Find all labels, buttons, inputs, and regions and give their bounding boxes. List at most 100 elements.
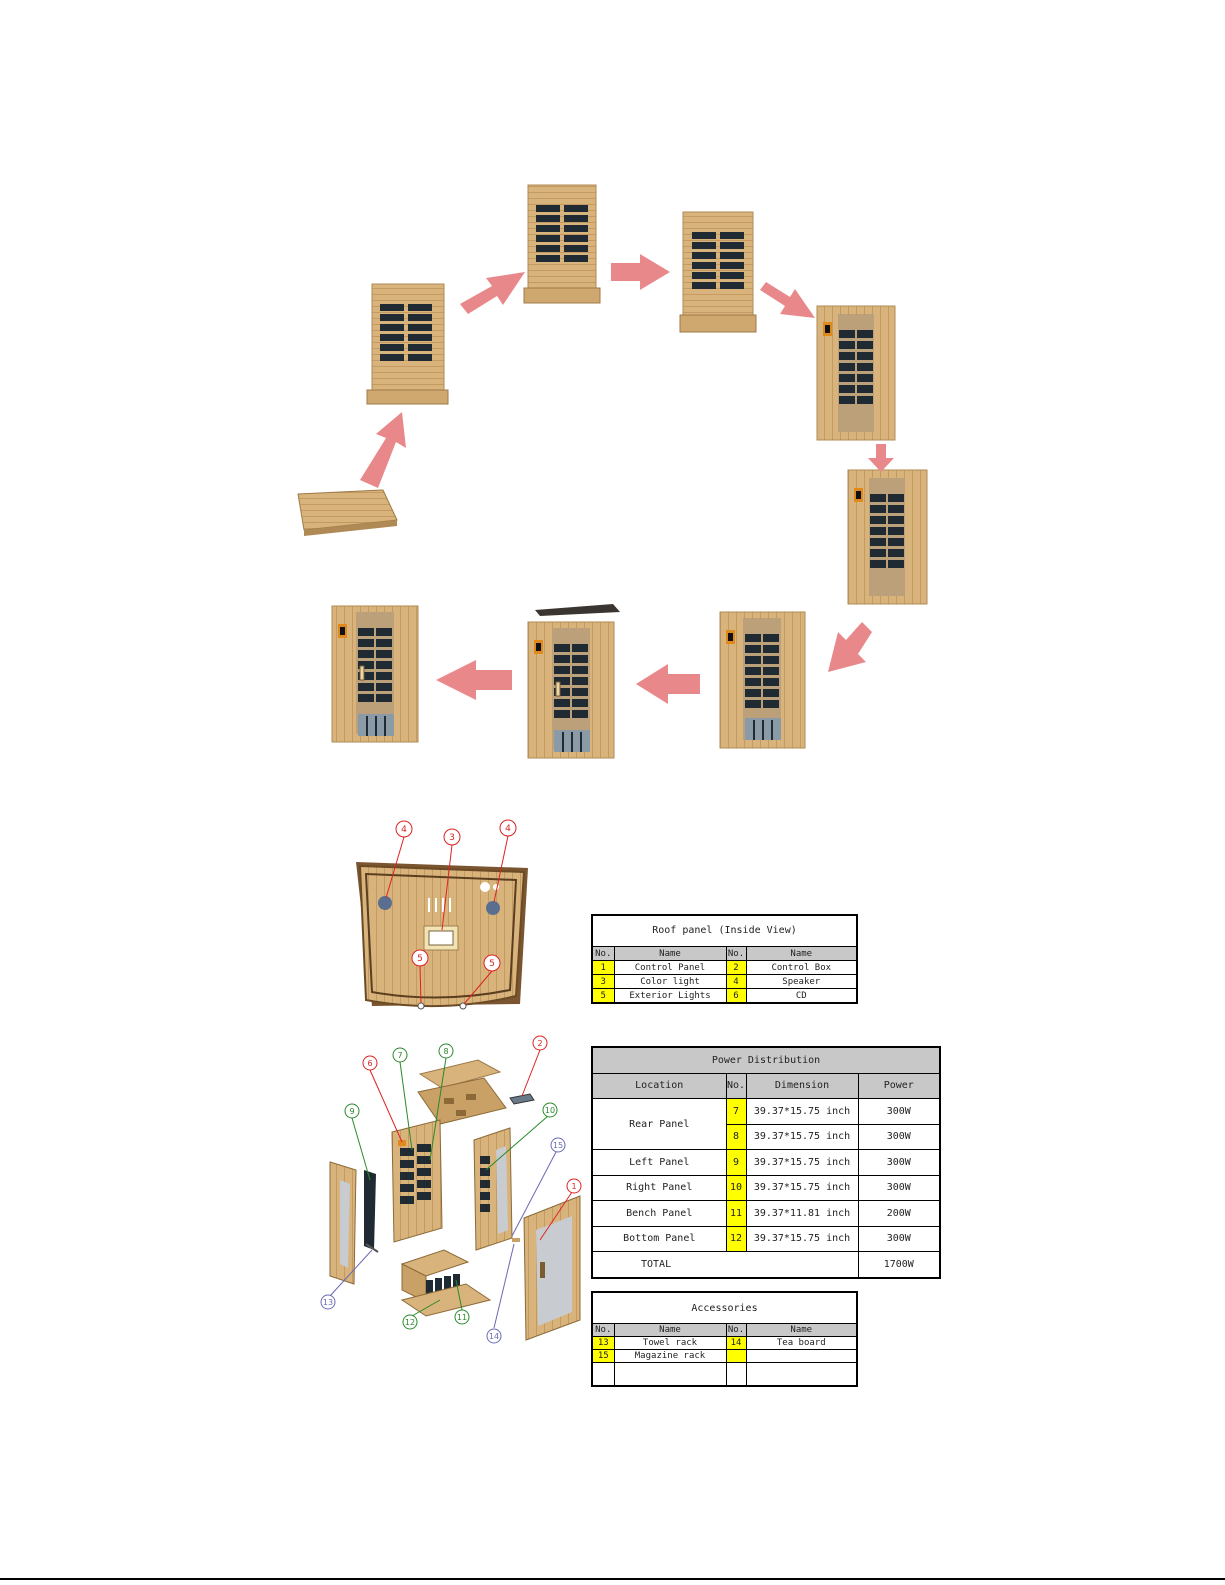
arrow-1 <box>360 412 406 488</box>
power-cell: 200W <box>857 1200 941 1227</box>
location-cell: Left Panel <box>591 1149 727 1176</box>
col-header: Name <box>745 1323 858 1337</box>
accessories-table: Accessories No. Name No. Name 13 Towel r… <box>591 1291 858 1387</box>
panel-number: 12 <box>725 1225 747 1252</box>
power-cell: 300W <box>857 1149 941 1176</box>
total-power: 1700W <box>857 1251 941 1278</box>
part-number: 2 <box>725 960 747 975</box>
step-4-rear-panel <box>679 211 757 333</box>
exploded-view <box>329 1059 581 1341</box>
arrow-7 <box>636 664 700 704</box>
table-row: Right Panel 10 39.37*15.75 inch 300W <box>591 1174 941 1201</box>
exploded-callout-label: 10 <box>545 1106 555 1115</box>
exploded-callout-label: 9 <box>349 1107 354 1116</box>
speaker-icon <box>378 896 392 910</box>
table-row: 3 Color light 4 Speaker <box>591 974 858 989</box>
power-cell: 300W <box>857 1098 941 1125</box>
exploded-callout-label: 2 <box>537 1039 542 1048</box>
total-row: TOTAL 1700W <box>591 1251 941 1278</box>
arrow-5 <box>868 444 894 472</box>
part-name <box>745 1349 858 1363</box>
step-6-side-assembly <box>847 469 928 605</box>
arrow-6 <box>828 622 872 672</box>
table-row: Bottom Panel 12 39.37*15.75 inch 300W <box>591 1225 941 1252</box>
step-5-side-assembly <box>816 305 896 441</box>
part-name: CD <box>745 988 858 1004</box>
exploded-callout-label: 14 <box>489 1332 499 1341</box>
col-header: Name <box>613 946 727 961</box>
panel-number: 10 <box>725 1174 747 1201</box>
col-header: Name <box>745 946 858 961</box>
part-name: Towel rack <box>613 1336 727 1350</box>
arrow-8 <box>436 660 512 700</box>
part-name: Color light <box>613 974 727 989</box>
location-cell: Bench Panel <box>591 1200 727 1227</box>
part-name: Magazine rack <box>613 1349 727 1363</box>
part-name: Exterior Lights <box>613 988 727 1004</box>
part-number: 1 <box>591 960 615 975</box>
step-1-floor-base <box>297 489 398 536</box>
part-name: Control Panel <box>613 960 727 975</box>
exploded-callout-label: 13 <box>323 1298 333 1307</box>
table-row: 15 Magazine rack <box>591 1349 858 1363</box>
panel-number: 11 <box>725 1200 747 1227</box>
exploded-callout-label: 15 <box>553 1141 563 1150</box>
table-row: Bench Panel 11 39.37*11.81 inch 200W <box>591 1200 941 1227</box>
power-distribution-table: Power Distribution Location No. Dimensio… <box>591 1046 941 1279</box>
power-table-title: Power Distribution <box>591 1046 941 1074</box>
col-header: Dimension <box>745 1072 859 1099</box>
exploded-callouts: 6 7 8 2 9 10 15 1 13 12 <box>320 1035 582 1344</box>
col-header: No. <box>725 1323 747 1337</box>
step-3-rear-panel <box>523 184 601 304</box>
table-row: 8 39.37*15.75 inch 300W <box>592 1123 941 1150</box>
roof-callout-label: 4 <box>505 824 511 834</box>
roof-callouts: 4 3 4 5 5 <box>385 819 517 1005</box>
col-header: No. <box>591 946 615 961</box>
panel-number: 9 <box>725 1149 747 1176</box>
arrow-4 <box>760 282 815 318</box>
location-cell: Rear Panel <box>591 1098 727 1150</box>
col-header: Location <box>591 1072 727 1099</box>
table-row: Left Panel 9 39.37*15.75 inch 300W <box>591 1149 941 1176</box>
dimension-cell: 39.37*11.81 inch <box>745 1200 859 1227</box>
arrow-3 <box>611 254 670 290</box>
part-number: 15 <box>591 1349 615 1363</box>
col-header: Name <box>613 1323 727 1337</box>
part-number <box>725 1349 747 1363</box>
location-cell: Bottom Panel <box>591 1225 727 1252</box>
step-9-finished-sauna <box>331 605 419 743</box>
roof-callout-label: 5 <box>489 959 495 969</box>
footer-rule <box>0 1578 1225 1580</box>
table-row: 1 Control Panel 2 Control Box <box>591 960 858 975</box>
speaker-icon <box>486 901 500 915</box>
step-7-bench-assembly <box>719 611 806 749</box>
col-header: No. <box>725 1072 747 1099</box>
roof-table-title: Roof panel (Inside View) <box>591 914 858 947</box>
exploded-callout-label: 7 <box>397 1051 402 1060</box>
exploded-callout-label: 1 <box>571 1182 576 1191</box>
dimension-cell: 39.37*15.75 inch <box>745 1123 859 1150</box>
col-header: No. <box>725 946 747 961</box>
part-number: 3 <box>591 974 615 989</box>
part-number: 5 <box>591 988 615 1004</box>
step-2-rear-panel <box>366 283 449 405</box>
part-name: Speaker <box>745 974 858 989</box>
part-number: 6 <box>725 988 747 1004</box>
arrow-2 <box>460 272 525 314</box>
col-header: No. <box>591 1323 615 1337</box>
step-8-door-roof <box>527 604 620 759</box>
power-cell: 300W <box>857 1174 941 1201</box>
roof-panel-table: Roof panel (Inside View) No. Name No. Na… <box>591 914 858 1004</box>
accessories-table-title: Accessories <box>591 1291 858 1324</box>
dimension-cell: 39.37*15.75 inch <box>745 1149 859 1176</box>
dimension-cell: 39.37*15.75 inch <box>745 1225 859 1252</box>
table-row <box>591 1362 858 1387</box>
roof-callout-label: 3 <box>449 833 455 843</box>
total-label: TOTAL <box>591 1251 859 1278</box>
exploded-callout-label: 12 <box>405 1318 415 1327</box>
exploded-callout-label: 8 <box>443 1047 448 1056</box>
part-number: 4 <box>725 974 747 989</box>
dimension-cell: 39.37*15.75 inch <box>745 1098 859 1125</box>
roof-callout-label: 4 <box>401 825 407 835</box>
